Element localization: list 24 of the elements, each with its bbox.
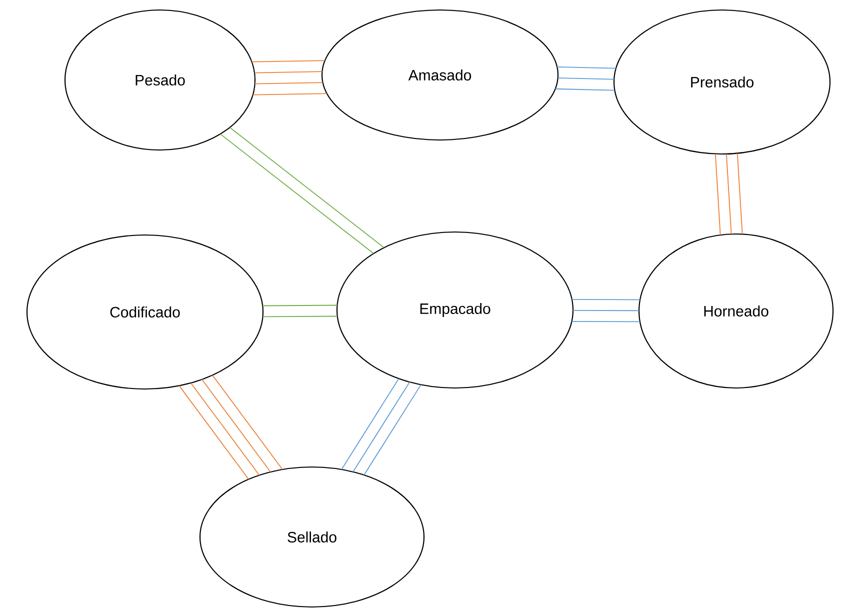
connector-line: [251, 60, 326, 62]
connector-line: [229, 127, 384, 248]
connector-line: [252, 93, 328, 96]
connector-line: [554, 88, 616, 91]
connector-line: [556, 66, 616, 69]
connector-line: [178, 385, 250, 480]
connector-line: [212, 374, 283, 470]
connector-line: [341, 378, 400, 470]
connector-line: [571, 298, 641, 300]
connector-line: [254, 71, 323, 74]
connector-line: [220, 134, 374, 254]
connector-line: [352, 382, 410, 472]
connector-line: [714, 153, 721, 236]
connector-line: [364, 384, 422, 476]
connector-line: [262, 304, 338, 306]
connector-line: [254, 82, 324, 84]
connector-line: [201, 379, 272, 472]
connector-line: [262, 316, 338, 318]
connector-line: [571, 320, 640, 322]
connector-line: [726, 154, 732, 235]
connector-line: [572, 310, 640, 312]
connector-line: [190, 382, 260, 476]
connector-line: [557, 77, 615, 80]
connector-line: [736, 152, 743, 235]
